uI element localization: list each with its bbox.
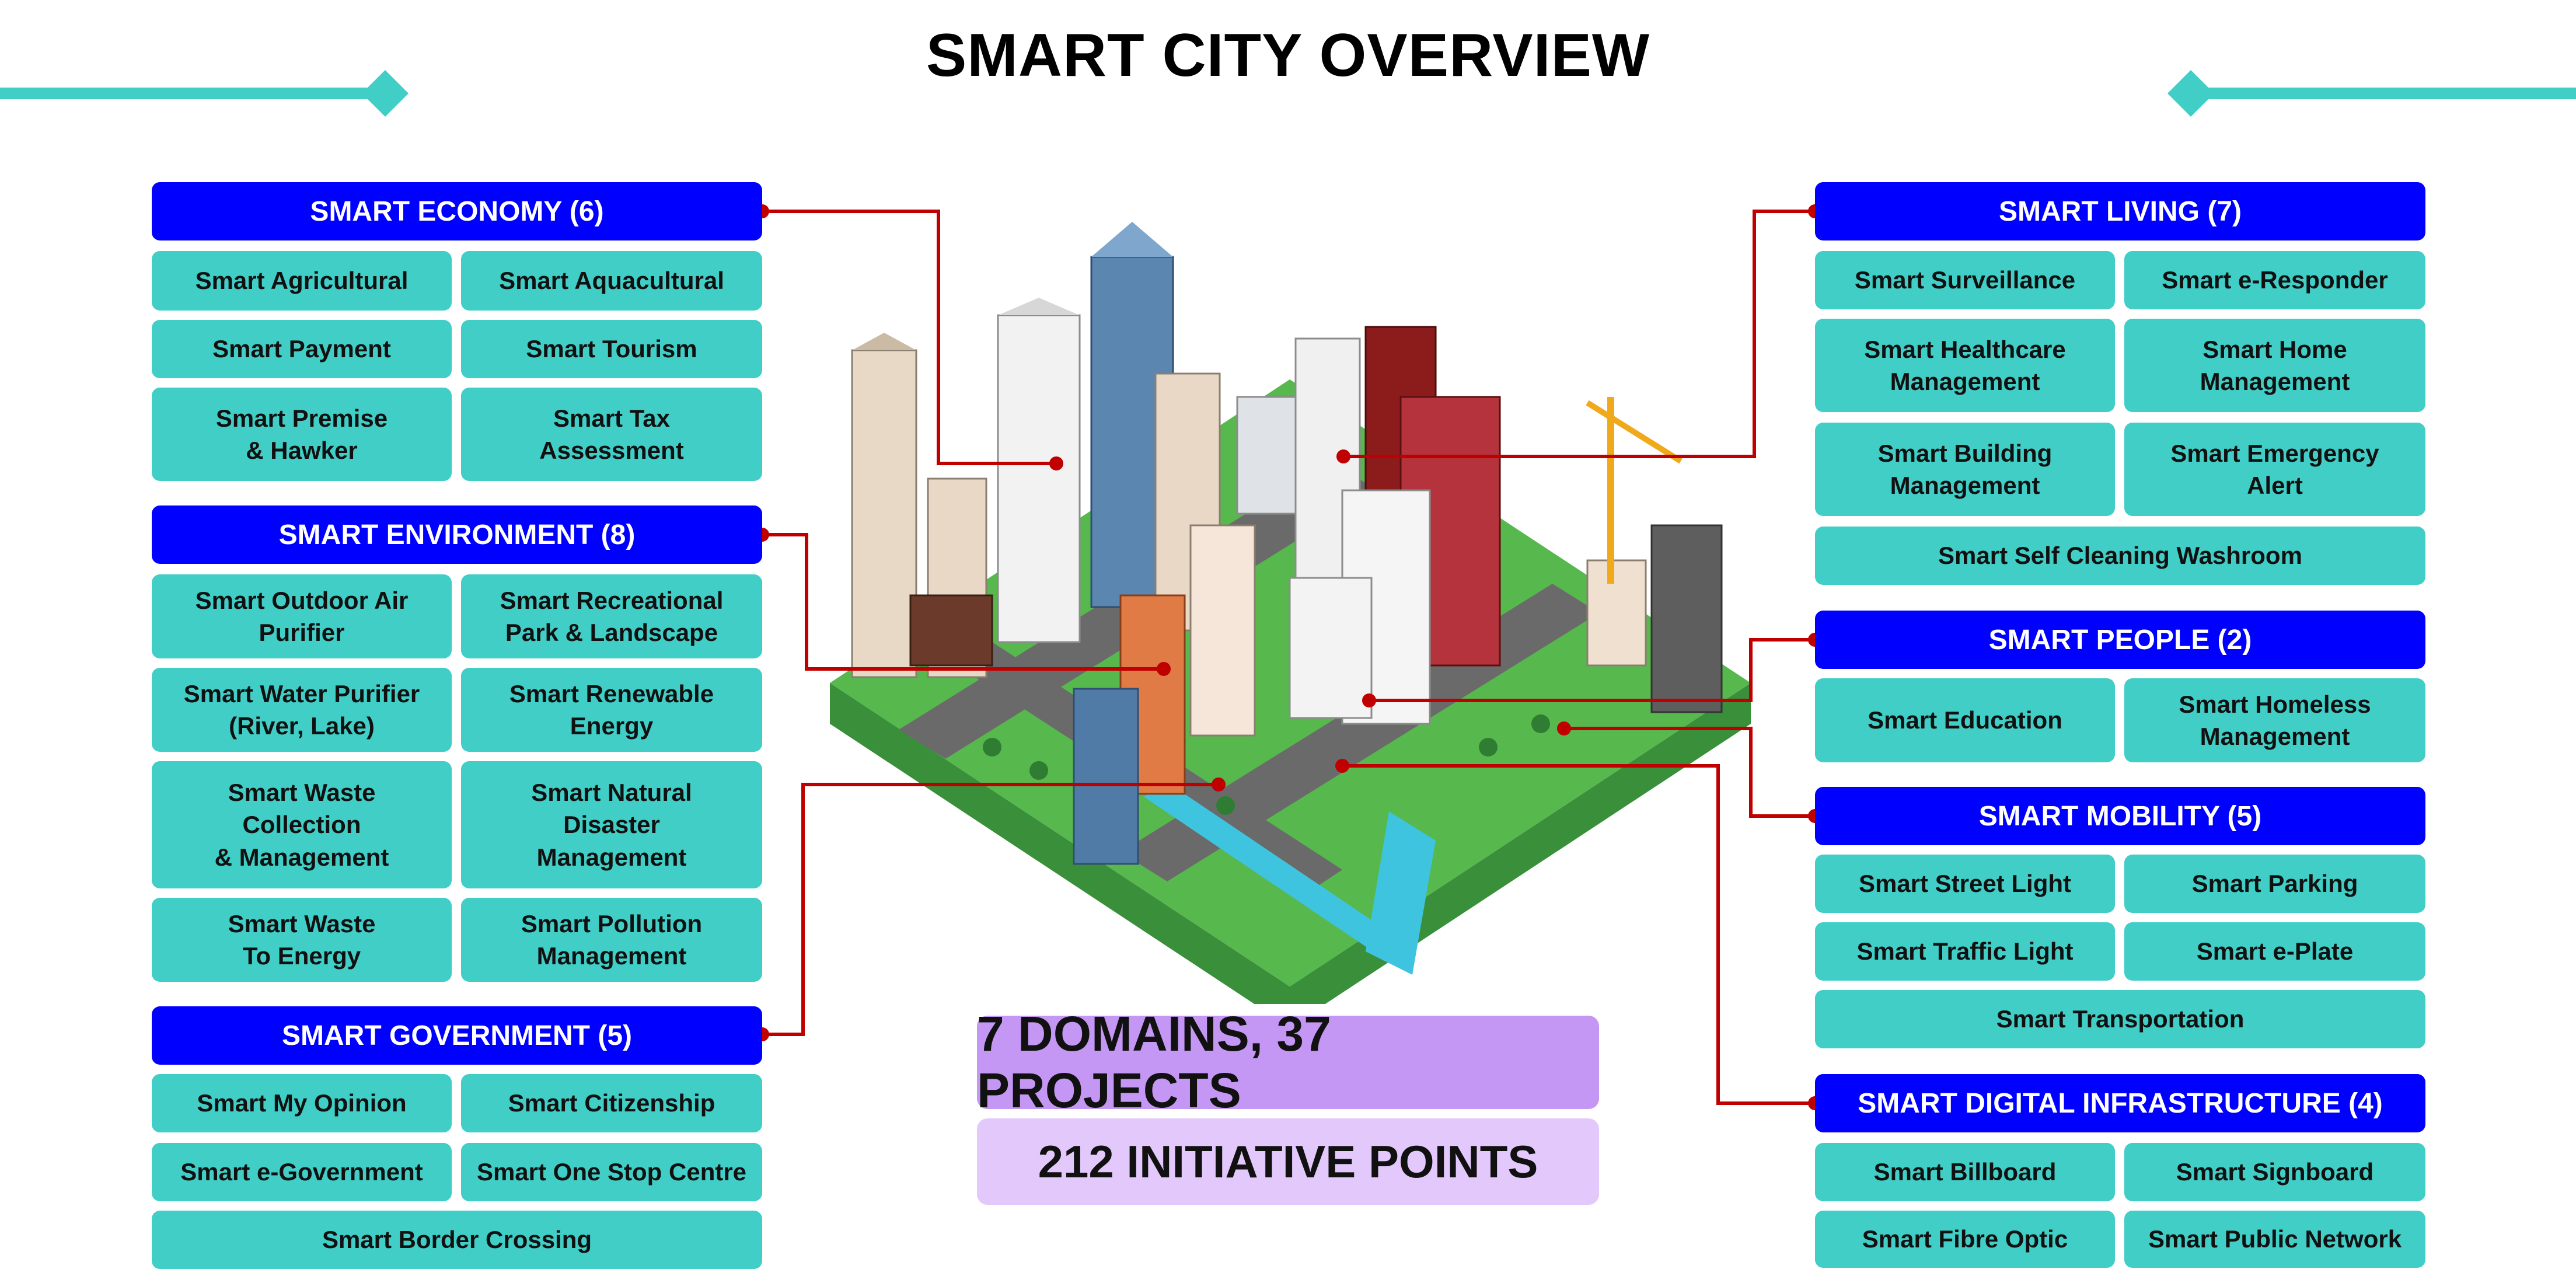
page-title: SMART CITY OVERVIEW: [926, 22, 1650, 89]
smart-environment-header: SMART ENVIRONMENT (8): [152, 505, 762, 564]
domain-item: Smart Public Network: [2124, 1211, 2425, 1268]
domain-item: Smart Traffic Light: [1815, 922, 2115, 981]
domain-item: Smart Education: [1815, 678, 2115, 762]
smart-city-illustration: [830, 222, 1751, 1004]
domain-item: Smart Premise & Hawker: [152, 388, 452, 481]
domain-item: Smart Emergency Alert: [2124, 423, 2425, 516]
domain-item: Smart Tax Assessment: [461, 388, 762, 481]
domain-item: Smart Parking: [2124, 855, 2425, 913]
smart-economy-header: SMART ECONOMY (6): [152, 182, 762, 240]
domain-item: Smart Signboard: [2124, 1143, 2425, 1201]
domain-item: Smart Transportation: [1815, 990, 2425, 1048]
domain-item: Smart Surveillance: [1815, 251, 2115, 309]
smart-living-header: SMART LIVING (7): [1815, 182, 2425, 240]
domain-item: Smart My Opinion: [152, 1074, 452, 1132]
smart-mobility-header: SMART MOBILITY (5): [1815, 787, 2425, 845]
smart-digital-infrastructure-header: SMART DIGITAL INFRASTRUCTURE (4): [1815, 1074, 2425, 1132]
domain-item: Smart Agricultural: [152, 251, 452, 311]
smart-government-header: SMART GOVERNMENT (5): [152, 1006, 762, 1065]
domain-item: Smart Outdoor Air Purifier: [152, 574, 452, 658]
domain-item: Smart Street Light: [1815, 855, 2115, 913]
smart-people-header: SMART PEOPLE (2): [1815, 611, 2425, 669]
domain-item: Smart One Stop Centre: [461, 1143, 762, 1201]
domain-item: Smart Natural Disaster Management: [461, 761, 762, 888]
domains-projects-summary: 7 DOMAINS, 37 PROJECTS: [977, 1006, 1599, 1118]
domain-item: Smart Aquacultural: [461, 251, 762, 311]
left-decorative-rule: [0, 70, 409, 117]
domain-item: Smart e-Responder: [2124, 251, 2425, 309]
domain-item: Smart Homeless Management: [2124, 678, 2425, 762]
domain-item: Smart Payment: [152, 320, 452, 378]
right-decorative-rule: [2167, 70, 2576, 117]
domain-item: Smart Waste Collection & Management: [152, 761, 452, 888]
domain-item: Smart Pollution Management: [461, 898, 762, 982]
domain-item: Smart Home Management: [2124, 319, 2425, 412]
domain-item: Smart Billboard: [1815, 1143, 2115, 1201]
domain-item: Smart Self Cleaning Washroom: [1815, 527, 2425, 585]
domain-item: Smart Renewable Energy: [461, 668, 762, 752]
domain-item: Smart Border Crossing: [152, 1211, 762, 1269]
domain-item: Smart Fibre Optic: [1815, 1211, 2115, 1268]
domain-item: Smart e-Government: [152, 1143, 452, 1201]
building: [851, 333, 917, 678]
domain-item: Smart e-Plate: [2124, 922, 2425, 981]
domain-item: Smart Water Purifier (River, Lake): [152, 668, 452, 752]
initiative-points-summary: 212 INITIATIVE POINTS: [977, 1118, 1599, 1205]
domain-item: Smart Tourism: [461, 320, 762, 378]
domain-item: Smart Citizenship: [461, 1074, 762, 1132]
domain-item: Smart Building Management: [1815, 423, 2115, 516]
domain-item: Smart Waste To Energy: [152, 898, 452, 982]
domain-item: Smart Recreational Park & Landscape: [461, 574, 762, 658]
domain-item: Smart Healthcare Management: [1815, 319, 2115, 412]
